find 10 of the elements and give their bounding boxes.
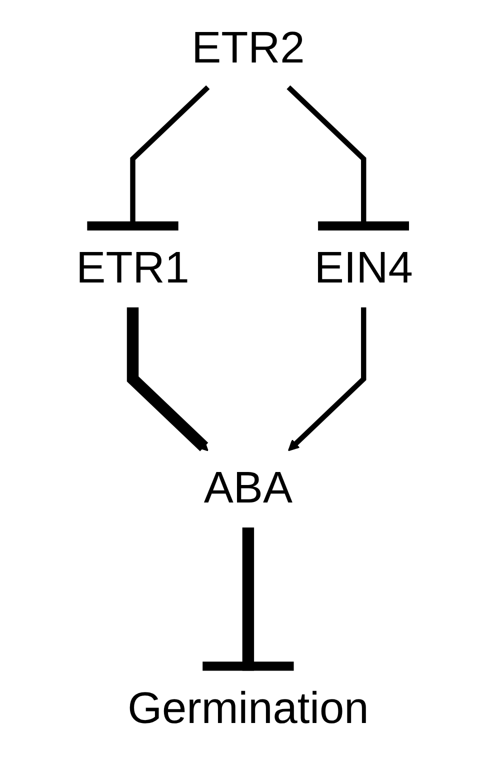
arrow bbox=[126, 307, 208, 452]
gene-label: ETR1 bbox=[76, 244, 190, 294]
gene-label: EIN4 bbox=[314, 244, 413, 294]
gene-label: Germination bbox=[128, 684, 369, 734]
arrow bbox=[288, 307, 366, 452]
inhibition-line bbox=[202, 527, 294, 671]
gene-label: ABA bbox=[204, 464, 292, 514]
gene-label: ETR2 bbox=[192, 23, 305, 73]
inhibition-line bbox=[87, 85, 210, 231]
inhibition-line bbox=[286, 85, 410, 231]
